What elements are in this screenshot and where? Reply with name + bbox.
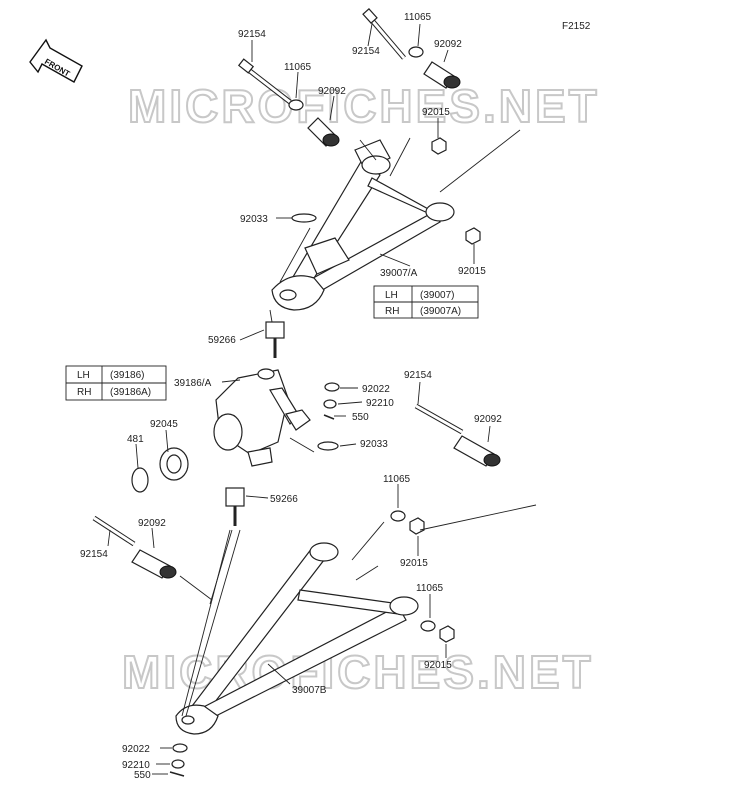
label-92033-a: 92033 bbox=[240, 214, 268, 225]
nut-92015-b bbox=[465, 227, 481, 245]
label-92022-a: 92022 bbox=[362, 384, 390, 395]
lower-a-arm bbox=[175, 542, 419, 735]
label-11065-c: 11065 bbox=[383, 474, 411, 485]
bushing-92092-b bbox=[423, 61, 461, 89]
table-knuckle-side-rh: RH bbox=[77, 387, 91, 398]
table-knuckle: LH (39186) RH (39186A) bbox=[65, 365, 167, 401]
ball-joint-59266-upper bbox=[265, 321, 285, 358]
nut-92210-b bbox=[171, 759, 185, 769]
label-11065-a: 11065 bbox=[284, 62, 312, 73]
label-59266-b: 59266 bbox=[270, 494, 298, 505]
label-11065-b: 11065 bbox=[404, 12, 432, 23]
steering-knuckle bbox=[213, 368, 311, 467]
bushing-92092-a bbox=[307, 117, 340, 147]
watermark-top: MICROFICHES.NET bbox=[128, 80, 600, 132]
table-upper-side-rh: RH bbox=[385, 306, 399, 317]
upper-bolt-left bbox=[237, 58, 292, 104]
table-knuckle-part-rh: (39186A) bbox=[110, 387, 151, 398]
label-92092-c: 92092 bbox=[474, 414, 502, 425]
label-92015-c: 92015 bbox=[400, 558, 428, 569]
watermark-bottom: MICROFICHES.NET bbox=[122, 646, 594, 698]
bearing-92045 bbox=[159, 447, 189, 481]
label-92154-a: 92154 bbox=[238, 29, 266, 40]
label-92154-b: 92154 bbox=[352, 46, 380, 57]
washer-92022-a bbox=[324, 382, 340, 392]
circlip-92033-b bbox=[317, 441, 339, 451]
bushing-92092-c bbox=[453, 435, 501, 467]
figure-code: F2152 bbox=[562, 21, 591, 32]
label-92033-b: 92033 bbox=[360, 439, 388, 450]
upper-bolt-right bbox=[362, 8, 406, 60]
circlip-481 bbox=[131, 467, 149, 493]
washer-11065-d bbox=[420, 620, 436, 632]
assembly-lines bbox=[179, 129, 537, 717]
label-92154-d: 92154 bbox=[80, 549, 108, 560]
ball-joint-59266-lower bbox=[225, 487, 245, 526]
label-481: 481 bbox=[127, 434, 144, 445]
part-labels: 92154 11065 92092 92154 11065 92092 9201… bbox=[80, 12, 502, 781]
leader-lines bbox=[107, 23, 491, 775]
label-59266-a: 59266 bbox=[208, 335, 236, 346]
washer-92022-b bbox=[172, 743, 188, 753]
cotter-pin-550-b bbox=[169, 771, 185, 777]
table-upper-arm: LH (39007) RH (39007A) bbox=[373, 285, 479, 319]
label-550-b: 550 bbox=[134, 770, 151, 781]
label-92045: 92045 bbox=[150, 419, 178, 430]
table-upper-part-lh: (39007) bbox=[420, 290, 454, 301]
bushing-92092-d bbox=[131, 549, 177, 579]
upper-a-arm bbox=[271, 139, 455, 311]
label-550-a: 550 bbox=[352, 412, 369, 423]
label-92154-c: 92154 bbox=[404, 370, 432, 381]
label-92092-b: 92092 bbox=[434, 39, 462, 50]
label-92015-d: 92015 bbox=[424, 660, 452, 671]
label-92015-b: 92015 bbox=[458, 266, 486, 277]
front-arrow-icon: FRONT bbox=[29, 38, 83, 83]
label-92210-b: 92210 bbox=[122, 760, 150, 771]
label-92022-b: 92022 bbox=[122, 744, 150, 755]
nut-92015-a bbox=[431, 137, 447, 155]
nut-92015-c bbox=[409, 517, 425, 535]
label-92092-a: 92092 bbox=[318, 86, 346, 97]
label-39007a: 39007/A bbox=[380, 268, 418, 279]
table-upper-part-rh: (39007A) bbox=[420, 306, 461, 317]
label-92210-a: 92210 bbox=[366, 398, 394, 409]
label-92015-a: 92015 bbox=[422, 107, 450, 118]
washer-11065-a bbox=[288, 99, 304, 111]
circlip-92033-a bbox=[291, 213, 317, 223]
lower-bolt-left bbox=[92, 515, 136, 547]
label-11065-d: 11065 bbox=[416, 583, 444, 594]
table-upper-side-lh: LH bbox=[385, 290, 398, 301]
lower-bolt-right bbox=[414, 403, 464, 435]
table-knuckle-part-lh: (39186) bbox=[110, 370, 144, 381]
nut-92210-a bbox=[323, 399, 337, 409]
label-39186a: 39186/A bbox=[174, 378, 212, 389]
label-92092-d: 92092 bbox=[138, 518, 166, 529]
washer-11065-c bbox=[390, 510, 406, 522]
label-39007b: 39007B bbox=[292, 685, 327, 696]
washer-11065-b bbox=[408, 46, 424, 58]
nut-92015-d bbox=[439, 625, 455, 643]
table-knuckle-side-lh: LH bbox=[77, 370, 90, 381]
cotter-pin-550-a bbox=[323, 414, 335, 420]
